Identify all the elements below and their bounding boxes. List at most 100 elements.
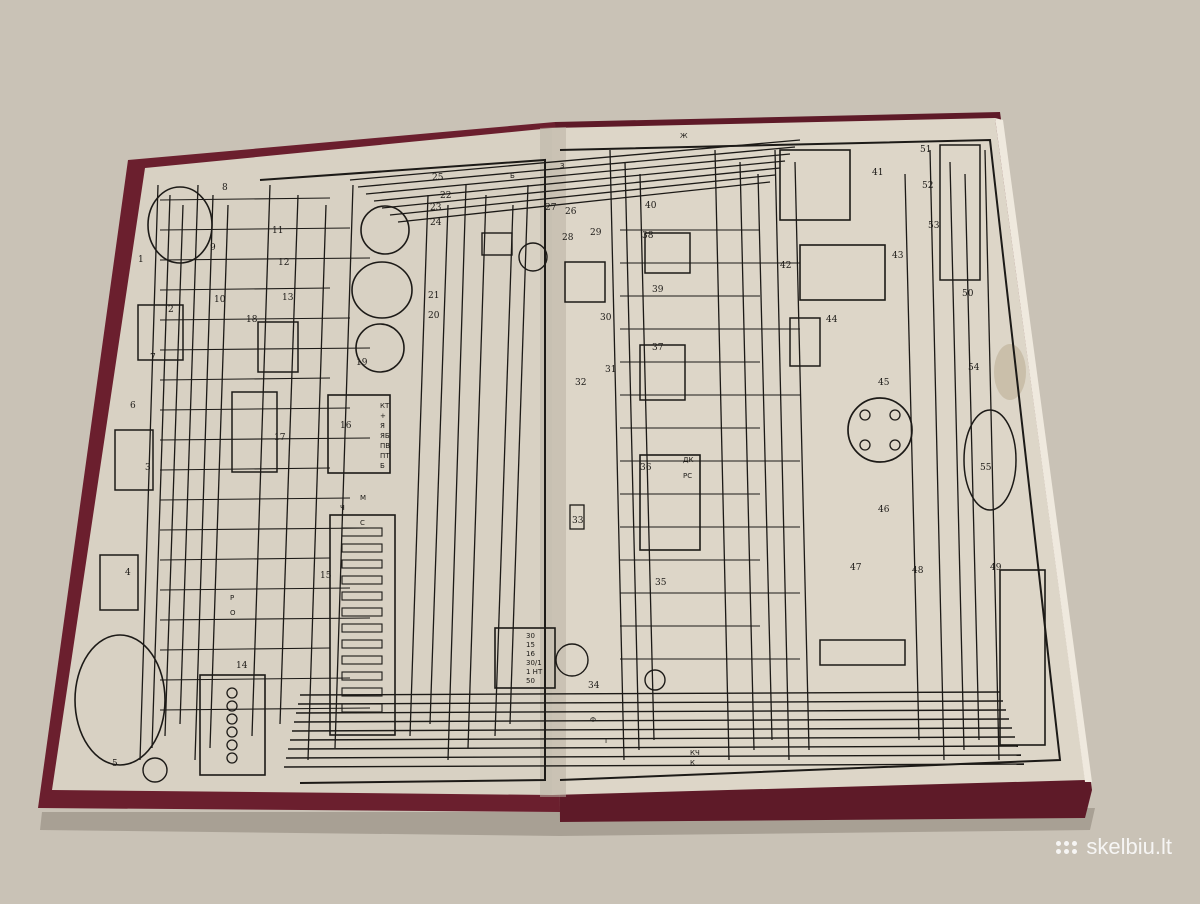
switch-terminal-label: 50 — [526, 677, 535, 685]
component-number-label: 40 — [645, 201, 657, 211]
switch-terminal-label: 30/1 — [526, 659, 542, 667]
horizontal-wire — [159, 527, 371, 531]
fan-symbol — [518, 242, 548, 272]
component-number-label: 14 — [236, 661, 248, 671]
fuse-terminal-symbol — [226, 726, 238, 738]
headlamp-bottom-symbol — [74, 634, 166, 766]
lamp-symbol — [99, 554, 139, 611]
bus-wire — [297, 700, 1004, 705]
vertical-wire — [757, 173, 773, 741]
vertical-wire — [447, 184, 467, 761]
horizontal-wire — [159, 257, 371, 261]
component-number-label: 22 — [440, 191, 451, 201]
vertical-wire — [509, 184, 529, 725]
fuse-block-symbol — [199, 674, 266, 776]
component-number-label: 38 — [642, 231, 654, 241]
fuel-sender-float-symbol — [644, 669, 666, 691]
component-number-label: 10 — [214, 295, 226, 305]
starter-symbol — [779, 149, 851, 221]
component-number-label: 41 — [872, 168, 883, 178]
block-terminal-label: ПВ — [380, 442, 390, 450]
watermark: skelbiu.lt — [1056, 834, 1172, 860]
fuse-symbol — [341, 655, 383, 665]
distributor-terminal-symbol — [889, 409, 901, 421]
vertical-wire — [794, 161, 810, 751]
motor-symbol — [481, 232, 513, 256]
frame-line — [559, 138, 1062, 781]
vertical-wire — [307, 204, 327, 761]
component-symbols — [74, 144, 1046, 783]
component-number-label: 30 — [600, 313, 612, 323]
component-number-label: 23 — [430, 203, 442, 213]
fuse-symbol — [341, 527, 383, 537]
fuse-symbol — [341, 559, 383, 569]
fuse-symbol — [341, 543, 383, 553]
component-number-label: 15 — [320, 571, 332, 581]
component-number-label: 12 — [278, 258, 289, 268]
component-number-label: 48 — [912, 566, 924, 576]
component-number-label: 4 — [125, 568, 131, 578]
ignition-key-symbol — [555, 643, 589, 677]
vertical-wire — [774, 149, 790, 761]
top-bundle-wire — [373, 160, 786, 202]
horizontal-wire — [159, 677, 351, 681]
top-bundle-wire — [365, 153, 791, 195]
gauge-symbol — [360, 205, 410, 255]
component-number-label: 54 — [968, 363, 980, 373]
component-number-label: 27 — [545, 203, 557, 213]
wiring-lines — [139, 138, 1062, 784]
vertical-wire — [251, 184, 271, 737]
bus-wire — [295, 709, 1007, 714]
bus-wire — [283, 763, 1025, 768]
wire-letter-label: Г — [605, 737, 609, 745]
vertical-wire — [179, 184, 199, 725]
component-number-label: 28 — [562, 233, 574, 243]
bus-wire — [287, 745, 1019, 750]
switch-33-symbol — [569, 504, 585, 530]
fuse-symbol — [341, 639, 383, 649]
horizontal-wire — [159, 587, 351, 591]
horizontal-wire — [159, 557, 331, 561]
top-bundle-wire — [389, 174, 776, 216]
distributor-terminal-symbol — [889, 439, 901, 451]
horizontal-wire — [159, 467, 331, 471]
component-number-label: 24 — [430, 218, 442, 228]
horizontal-wire — [159, 497, 351, 501]
vertical-wire — [964, 173, 980, 741]
horizontal-wire — [159, 287, 331, 291]
fuse-symbol — [341, 575, 383, 585]
top-bundle-wire — [397, 181, 771, 223]
page-edges — [995, 118, 1092, 782]
rear-lamp-symbol — [963, 409, 1017, 511]
vertical-wire — [164, 204, 184, 737]
component-number-label: 11 — [272, 226, 283, 236]
component-number-label: 7 — [150, 353, 156, 363]
component-number-label: 35 — [655, 578, 667, 588]
gutter — [540, 127, 566, 797]
component-number-label: 49 — [990, 563, 1002, 573]
connector-42-symbol — [819, 639, 906, 666]
vertical-wire — [429, 204, 449, 725]
vertical-wire — [151, 194, 171, 749]
fuse-symbol — [341, 703, 383, 713]
vertical-wire — [739, 161, 755, 751]
lamp-symbol — [137, 304, 184, 361]
watermark-text: skelbiu.lt — [1086, 834, 1172, 859]
switch-terminal-label: 16 — [526, 650, 535, 658]
horizontal-wire — [159, 617, 371, 621]
distributor-terminal-symbol — [859, 409, 871, 421]
horizontal-wire — [159, 197, 331, 201]
vertical-wire — [929, 149, 945, 761]
page-stain — [994, 344, 1026, 400]
wire-letter-label: Р — [230, 594, 234, 602]
component-number-label: 29 — [590, 228, 602, 238]
horizontal-wire — [159, 377, 331, 381]
vertical-wire — [949, 161, 965, 751]
component-number-label: 13 — [282, 293, 294, 303]
block-terminal-label: Я — [380, 422, 385, 430]
vertical-wire — [467, 194, 487, 749]
vertical-wire — [409, 194, 429, 737]
switch-terminal-label: 15 — [526, 641, 535, 649]
